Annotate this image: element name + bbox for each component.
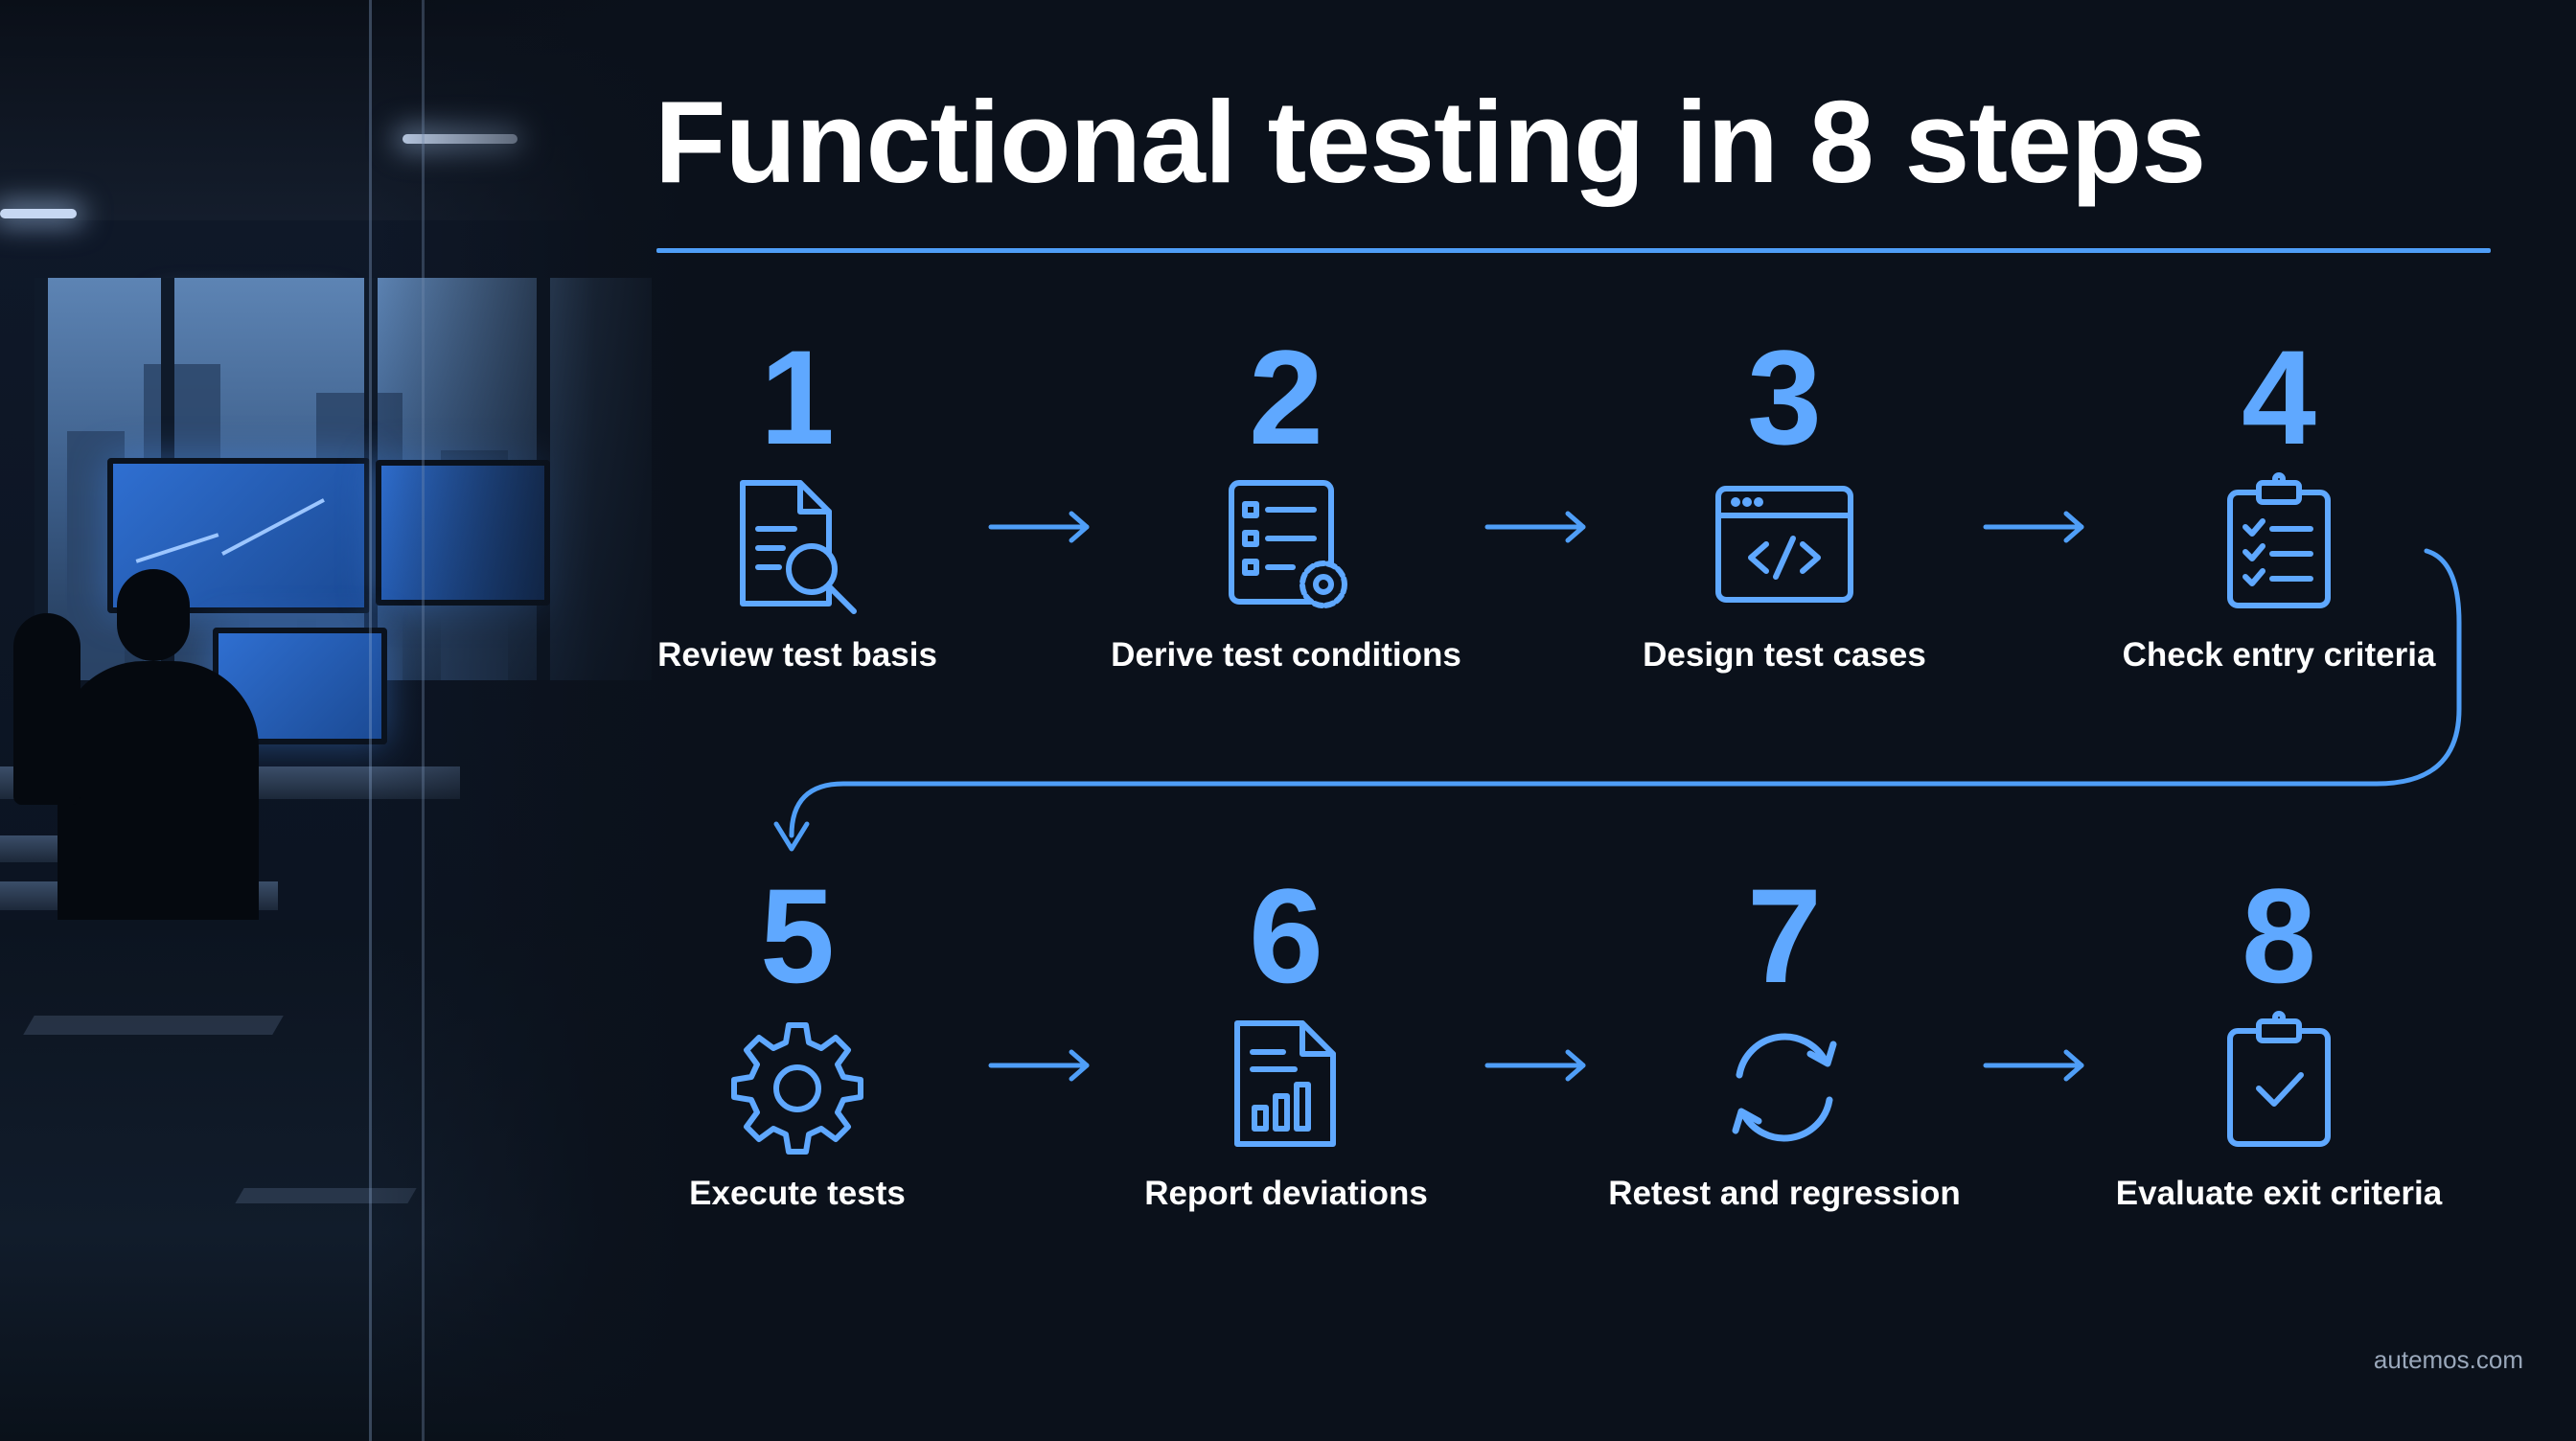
step-number: 2 xyxy=(1249,322,1323,472)
step-number: 7 xyxy=(1747,860,1822,1011)
step-5: 5 Execute tests xyxy=(596,864,999,1215)
arrow-right-icon xyxy=(1982,1046,2087,1085)
step-8: 8 Evaluate exit criteria xyxy=(2078,864,2480,1215)
step-4: 4 Check entry criteria xyxy=(2078,326,2480,676)
arrow-right-icon xyxy=(1484,508,1589,546)
step-6: 6 Report deviations xyxy=(1085,864,1487,1215)
office-background-photo xyxy=(0,0,690,1441)
arrow-right-icon xyxy=(1982,508,2087,546)
arrow-right-icon xyxy=(1484,1046,1589,1085)
step-label: Derive test conditions xyxy=(1111,636,1461,674)
report-chart-icon xyxy=(1214,1012,1358,1155)
step-2: 2 Derive test conditions xyxy=(1085,326,1487,676)
step-number: 6 xyxy=(1249,860,1323,1011)
step-label: Evaluate exit criteria xyxy=(2115,1175,2443,1212)
code-window-icon xyxy=(1713,473,1856,617)
page-title: Functional testing in 8 steps xyxy=(655,77,2206,207)
step-number: 8 xyxy=(2242,860,2316,1011)
step-label: Retest and regression xyxy=(1608,1175,1961,1212)
step-number: 1 xyxy=(760,322,835,472)
clipboard-checklist-icon xyxy=(2207,472,2351,617)
step-number: 5 xyxy=(760,860,835,1011)
arrow-right-icon xyxy=(987,508,1092,546)
brand-footer: autemos.com xyxy=(2373,1345,2523,1374)
checklist-gear-icon xyxy=(1214,473,1358,617)
step-label: Execute tests xyxy=(689,1175,906,1212)
step-label: Review test basis xyxy=(657,636,937,674)
step-3: 3 Design test cases xyxy=(1583,326,1986,676)
step-number: 3 xyxy=(1747,322,1822,472)
document-search-icon xyxy=(725,473,869,617)
step-1: 1 Review test basis xyxy=(596,326,999,676)
arrow-right-icon xyxy=(987,1046,1092,1085)
step-label: Report deviations xyxy=(1144,1175,1428,1212)
refresh-cycle-icon xyxy=(1713,1012,1856,1155)
gear-icon xyxy=(725,1012,869,1155)
step-number: 4 xyxy=(2242,322,2316,472)
clipboard-check-icon xyxy=(2207,1011,2351,1155)
step-label: Check entry criteria xyxy=(2122,636,2436,674)
title-underline xyxy=(656,248,2491,253)
step-label: Design test cases xyxy=(1643,636,1926,674)
step-7: 7 Retest and regression xyxy=(1583,864,1986,1215)
